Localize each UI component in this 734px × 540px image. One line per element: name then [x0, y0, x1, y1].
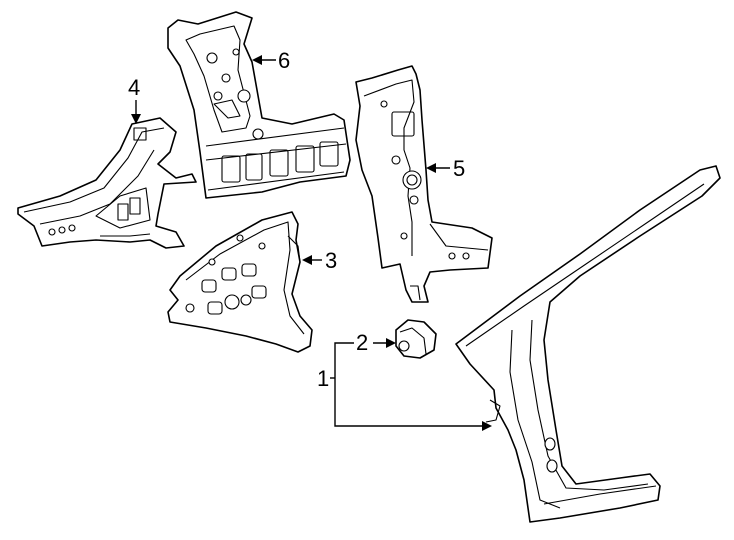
part-2-block: [395, 319, 437, 359]
callout-6: 6: [278, 48, 290, 73]
arrow-6: [252, 55, 262, 65]
arrow-2: [386, 338, 396, 348]
callout-5: 5: [453, 156, 465, 181]
arrow-1: [482, 421, 492, 431]
callout-labels: 1 2 3 4 5 6: [128, 48, 465, 391]
part-5-center-pillar-reinforcement: [355, 65, 493, 303]
arrow-3: [302, 255, 312, 265]
callout-4: 4: [128, 75, 140, 100]
callout-1: 1: [317, 366, 329, 391]
part-4-rail-bracket: [17, 117, 197, 249]
callout-2: 2: [356, 330, 368, 355]
part-3-hinge-pillar-panel: [167, 211, 313, 353]
callout-3: 3: [325, 248, 337, 273]
arrow-4: [131, 114, 141, 124]
leader-1: [334, 342, 486, 427]
part-1-pillar-outer: [455, 165, 721, 523]
leaders: [131, 55, 492, 431]
part-6-pillar-reinforcement: [167, 11, 351, 199]
arrow-5: [426, 163, 436, 173]
